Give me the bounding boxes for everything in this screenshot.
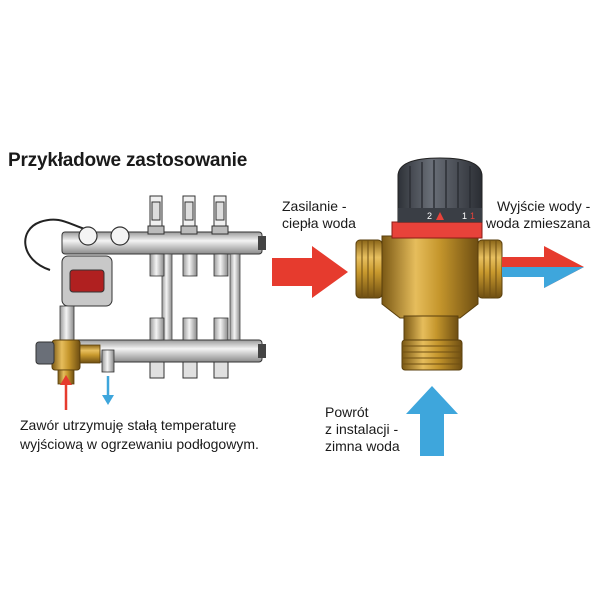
knob-scale-right-min: 1 bbox=[470, 211, 475, 221]
label-cold-return: Powrót z instalacji - zimna woda bbox=[325, 404, 400, 454]
small-cold-arrow-icon bbox=[102, 376, 114, 405]
caption-text: Zawór utrzymuję stałą temperaturę wyjści… bbox=[20, 417, 259, 452]
label-hot-supply: Zasilanie - ciepła woda bbox=[282, 198, 356, 231]
label-mixed-output: Wyjście wody - woda zmieszana bbox=[486, 198, 591, 231]
hot-supply-arrow-icon bbox=[272, 246, 348, 298]
small-hot-arrow-icon bbox=[60, 375, 72, 410]
mixed-output-arrow-icon bbox=[502, 246, 584, 288]
diagram-title: Przykładowe zastosowanie bbox=[8, 150, 248, 171]
manifold-illustration bbox=[24, 195, 266, 385]
thermostatic-valve-illustration bbox=[355, 157, 503, 371]
knob-scale-right: 1 bbox=[462, 211, 467, 221]
knob-scale-left: 2 bbox=[427, 211, 432, 221]
cold-return-arrow-icon bbox=[406, 386, 458, 456]
